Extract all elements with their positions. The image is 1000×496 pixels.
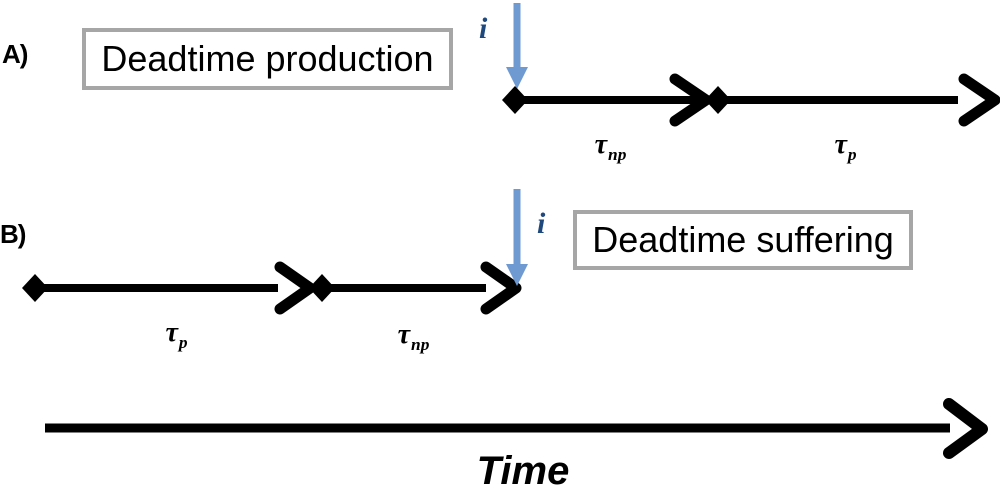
- panel-a-segment1-tau-label: τnp: [575, 129, 645, 163]
- panel-b-label: B): [0, 219, 26, 249]
- panel-b-segment1-tau-label: τp: [141, 317, 211, 351]
- panel-b-segment2-arrowhead-icon: [480, 261, 522, 315]
- panel-a-event-label: i: [479, 12, 488, 45]
- panel-b-event-arrowhead-icon: [506, 264, 528, 286]
- time-axis-label: Time: [476, 449, 570, 493]
- panel-a-title: Deadtime production: [101, 38, 434, 79]
- panel-a-title-box: Deadtime production: [82, 28, 453, 90]
- tau-symbol: τ: [397, 319, 411, 350]
- tau-subscript: np: [608, 144, 627, 164]
- panel-b-segment2-tau-label: τnp: [378, 319, 448, 353]
- panel-a-segment2-tau-label: τp: [810, 129, 880, 163]
- tau-subscript: np: [411, 334, 430, 354]
- tau-subscript: p: [178, 332, 188, 352]
- panel-b-mid-diamond-icon: [309, 274, 335, 302]
- tau-symbol: τ: [594, 129, 608, 160]
- panel-a-start-diamond-icon: [502, 86, 528, 114]
- panel-b-event-label: i: [537, 207, 546, 240]
- panel-b-title: Deadtime suffering: [592, 219, 894, 260]
- panel-a-segment2-arrowhead-icon: [958, 73, 1000, 127]
- panel-a-mid-diamond-icon: [705, 86, 731, 114]
- tau-subscript: p: [847, 144, 857, 164]
- time-axis-arrowhead-icon: [943, 398, 988, 459]
- tau-symbol: τ: [834, 129, 847, 160]
- panel-a-event-arrowhead-icon: [506, 67, 528, 89]
- tau-symbol: τ: [165, 317, 178, 348]
- panel-b-title-box: Deadtime suffering: [573, 210, 913, 270]
- panel-a-label: A): [2, 39, 28, 69]
- panel-b-segment1-arrowhead-icon: [274, 261, 316, 315]
- panel-b-start-diamond-icon: [22, 274, 48, 302]
